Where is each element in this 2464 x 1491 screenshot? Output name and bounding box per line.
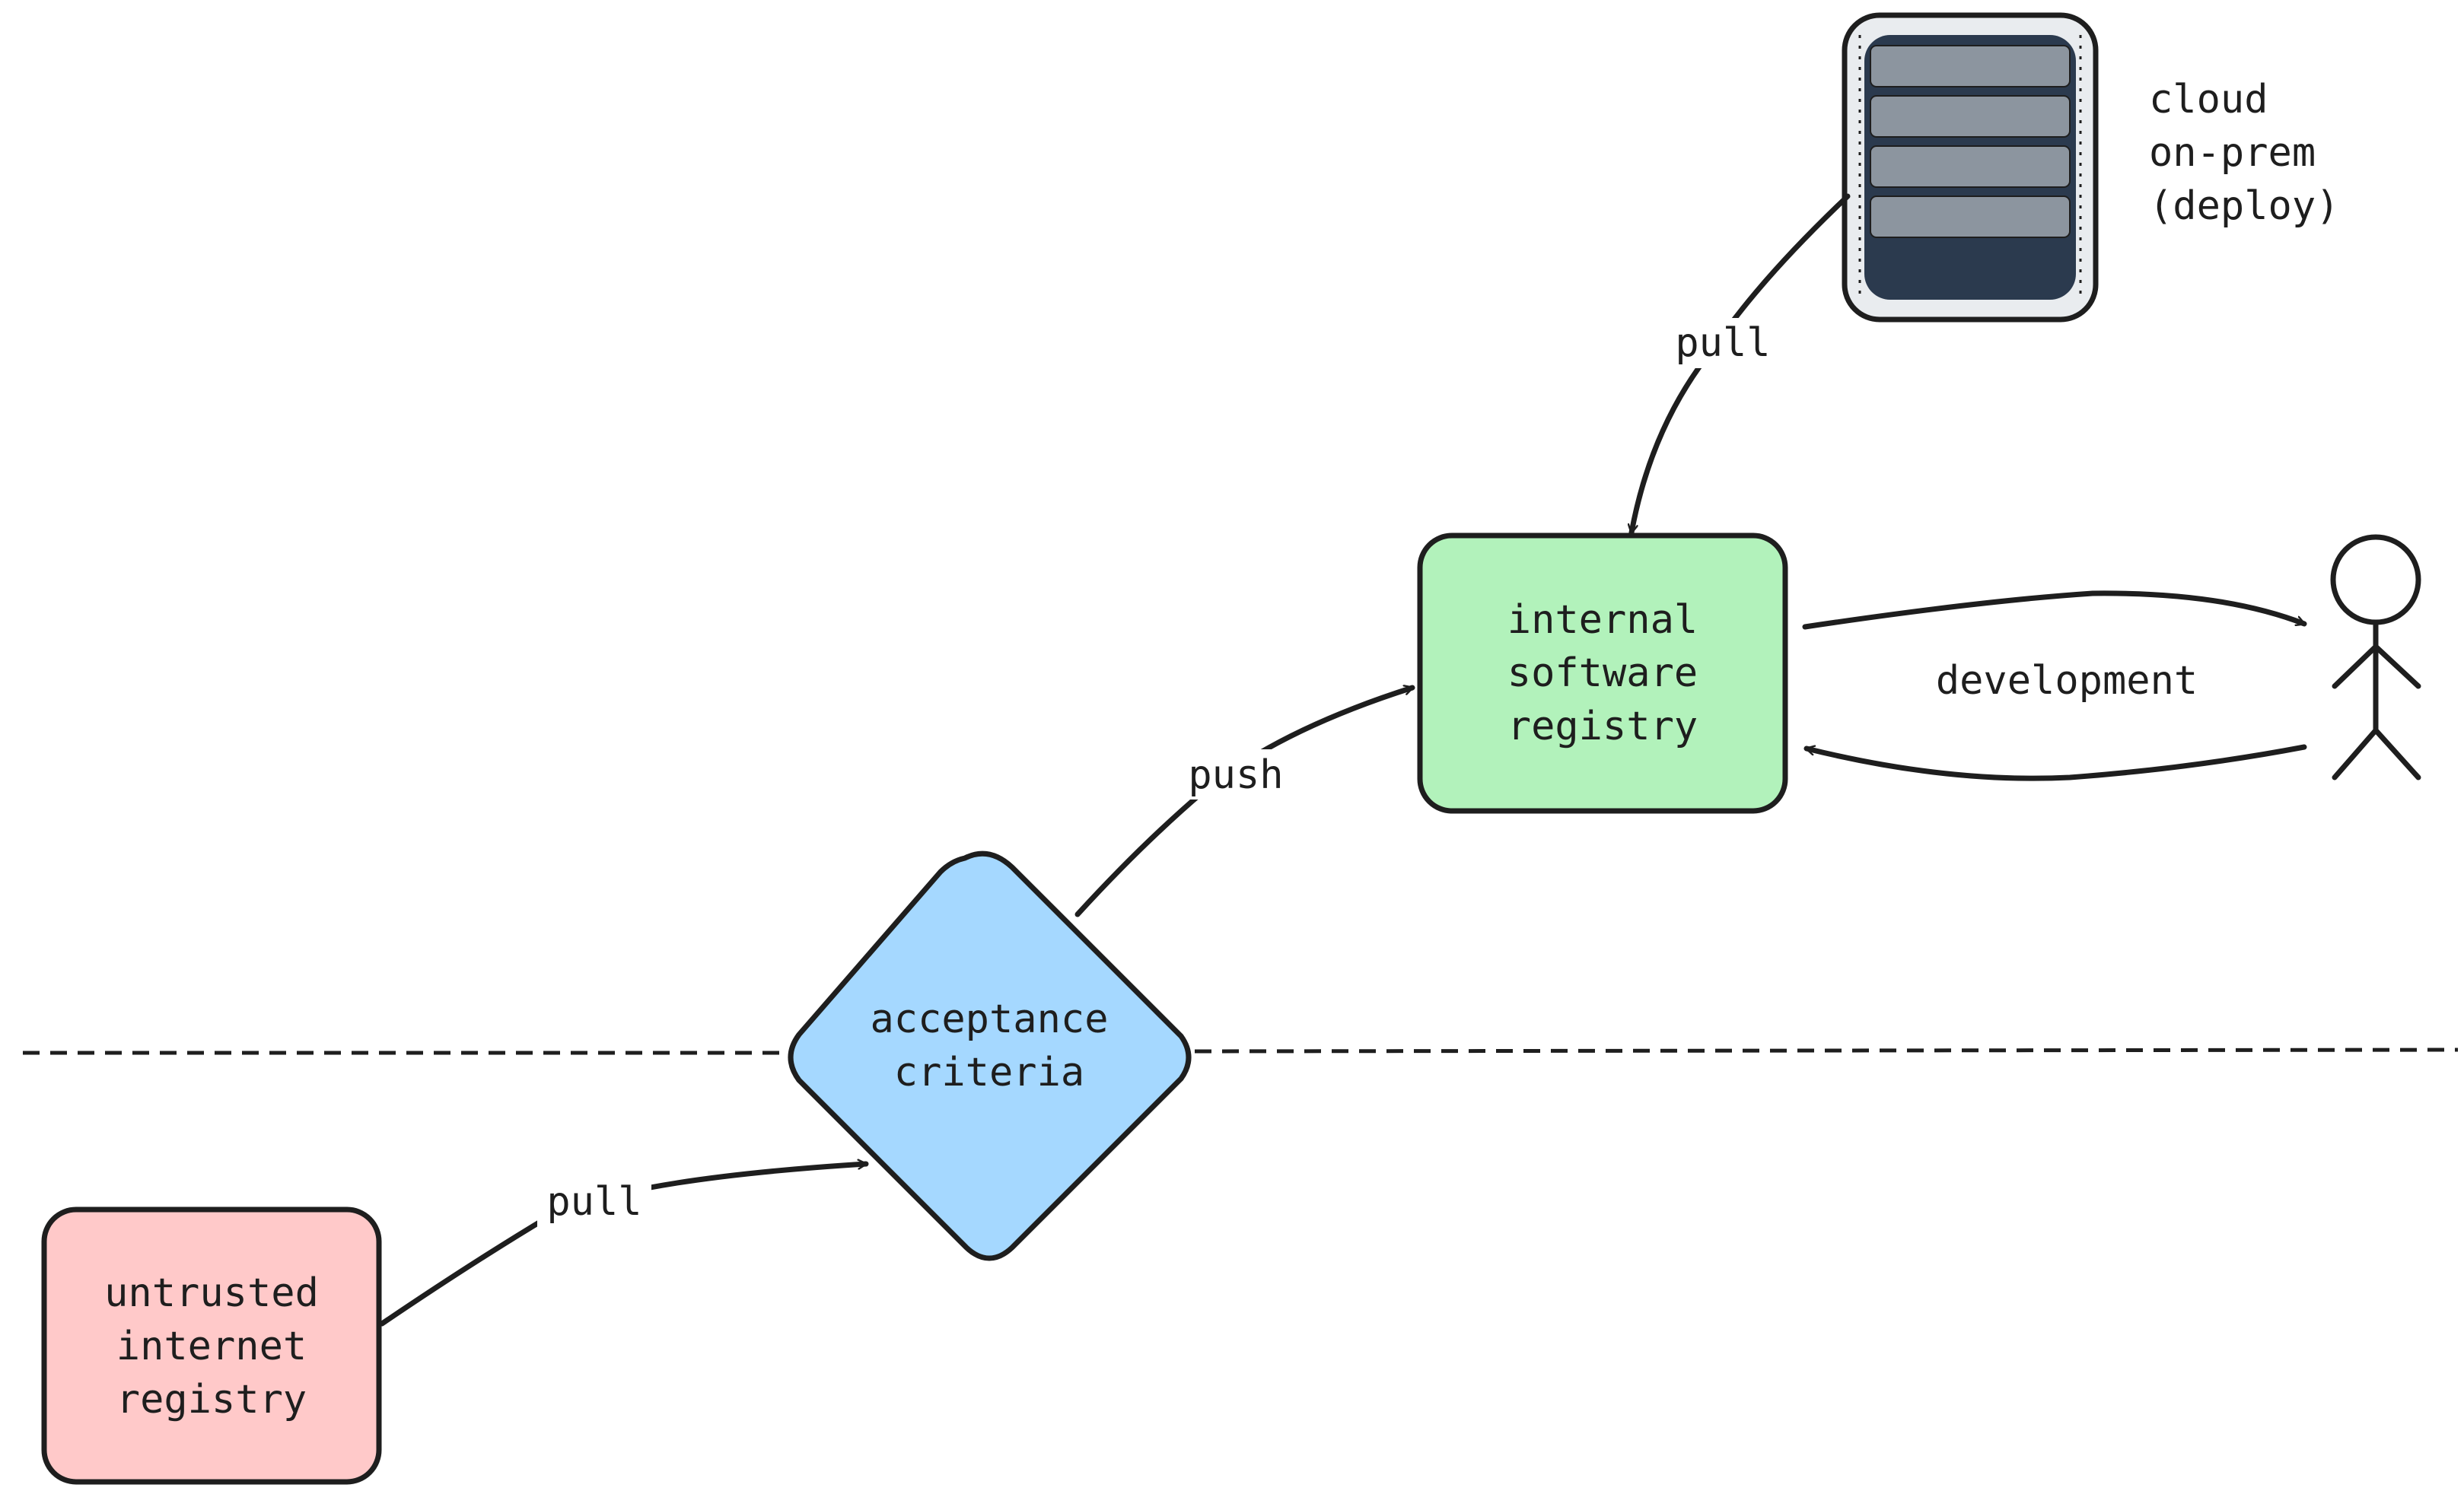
stick-figure-icon (2330, 534, 2421, 780)
server-rack-icon (1842, 12, 2099, 323)
untrusted-registry-label-line3: registry (116, 1377, 307, 1423)
edge-label-development: development (1936, 658, 2198, 704)
server-label-line3: (deploy) (2149, 183, 2339, 229)
edge-label-push: push (1188, 752, 1283, 798)
untrusted-registry-node[interactable]: untrusted internet registry (41, 1206, 382, 1485)
untrusted-registry-label-line2: internet (116, 1324, 307, 1369)
internal-registry-label-line1: internal (1507, 597, 1698, 643)
internal-registry-label-line2: software (1507, 650, 1698, 696)
edge-development-to-developer[interactable] (1802, 590, 2307, 630)
untrusted-registry-label-line1: untrusted (104, 1270, 319, 1316)
internal-registry-node[interactable]: internal software registry (1417, 532, 1788, 814)
edge-label-pull-deploy: pull (1675, 320, 1770, 366)
acceptance-criteria-label-line1: acceptance (870, 997, 1108, 1042)
server-label-line1: cloud (2149, 77, 2268, 122)
acceptance-criteria-node[interactable]: acceptance criteria (788, 850, 1192, 1261)
internal-registry-label-line3: registry (1507, 704, 1698, 749)
server-label-line2: on-prem (2149, 130, 2316, 176)
edge-push-acceptance-to-internal[interactable] (1074, 688, 1415, 917)
acceptance-criteria-label-line2: criteria (894, 1050, 1084, 1095)
edge-label-pull-in: pull (546, 1179, 641, 1225)
trust-boundary-line-right (1194, 1048, 2459, 1054)
edge-development-from-developer[interactable] (1803, 744, 2307, 781)
